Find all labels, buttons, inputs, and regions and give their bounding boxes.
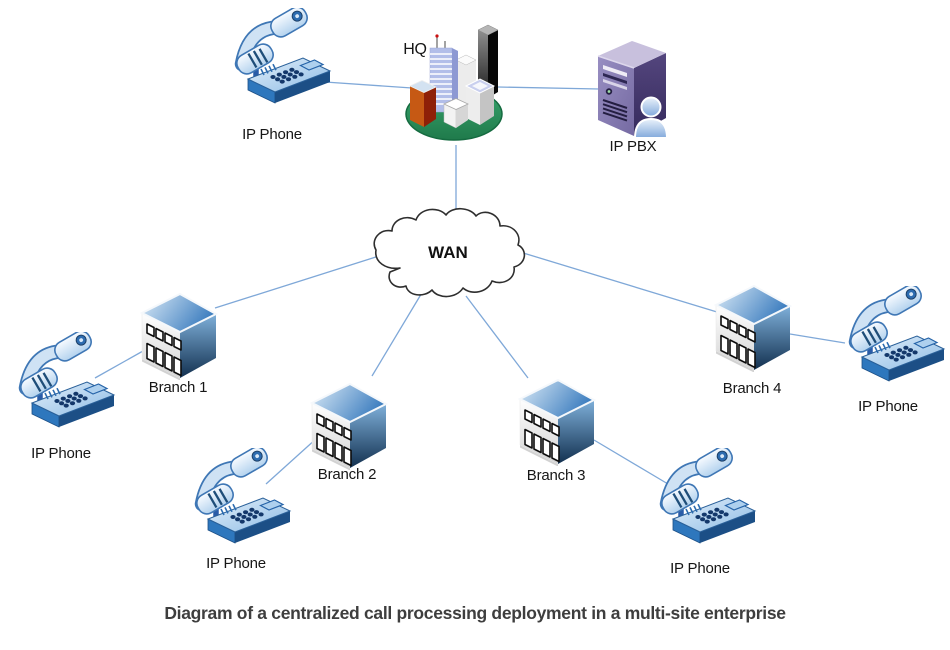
diagram-caption: Diagram of a centralized call processing… [164, 603, 786, 623]
edge-wan-branch2 [371, 290, 424, 377]
edge-branch3-phone [593, 439, 669, 485]
edge-phonehq-hq [324, 81, 413, 89]
node-phone-b4 [834, 286, 946, 386]
node-branch4 [712, 280, 792, 372]
phone-hq-label: IP Phone [242, 126, 302, 143]
wan-label: WAN [428, 243, 468, 262]
branch3-label: Branch 3 [526, 467, 586, 484]
node-phone-b3 [645, 448, 757, 548]
edge-hq-pbx [497, 86, 600, 90]
node-phone-hq [220, 8, 332, 108]
edge-wan-branch1 [214, 255, 380, 309]
desk-phone-icon [220, 8, 332, 108]
edge-wan-branch4 [519, 251, 718, 313]
phone-b2-label: IP Phone [206, 555, 266, 572]
office-building-icon [308, 378, 388, 470]
node-wan: WAN [366, 202, 530, 304]
phone-b1-label: IP Phone [31, 445, 91, 462]
node-branch2 [308, 378, 388, 470]
ip-pbx-label: IP PBX [609, 138, 657, 155]
office-building-icon [712, 280, 792, 372]
edge-branch4-phone [789, 333, 846, 344]
phone-b3-label: IP Phone [670, 560, 730, 577]
office-building-icon [516, 374, 596, 466]
branch2-label: Branch 2 [317, 466, 377, 483]
node-phone-b2 [180, 448, 292, 548]
server-tower-user-icon [590, 34, 674, 142]
branch4-label: Branch 4 [722, 380, 782, 397]
desk-phone-icon [645, 448, 757, 548]
branch1-label: Branch 1 [148, 379, 208, 396]
node-phone-b1 [4, 332, 116, 432]
node-ip-pbx [590, 34, 674, 142]
hq-label: HQ [403, 41, 427, 58]
edge-branch1-phone [94, 350, 144, 379]
edge-branch2-phone [265, 437, 318, 485]
office-building-icon [138, 288, 218, 380]
desk-phone-icon [180, 448, 292, 548]
node-branch3 [516, 374, 596, 466]
edge-wan-branch3 [465, 295, 529, 379]
desk-phone-icon [4, 332, 116, 432]
phone-b4-label: IP Phone [858, 398, 918, 415]
node-branch1 [138, 288, 218, 380]
desk-phone-icon [834, 286, 946, 386]
